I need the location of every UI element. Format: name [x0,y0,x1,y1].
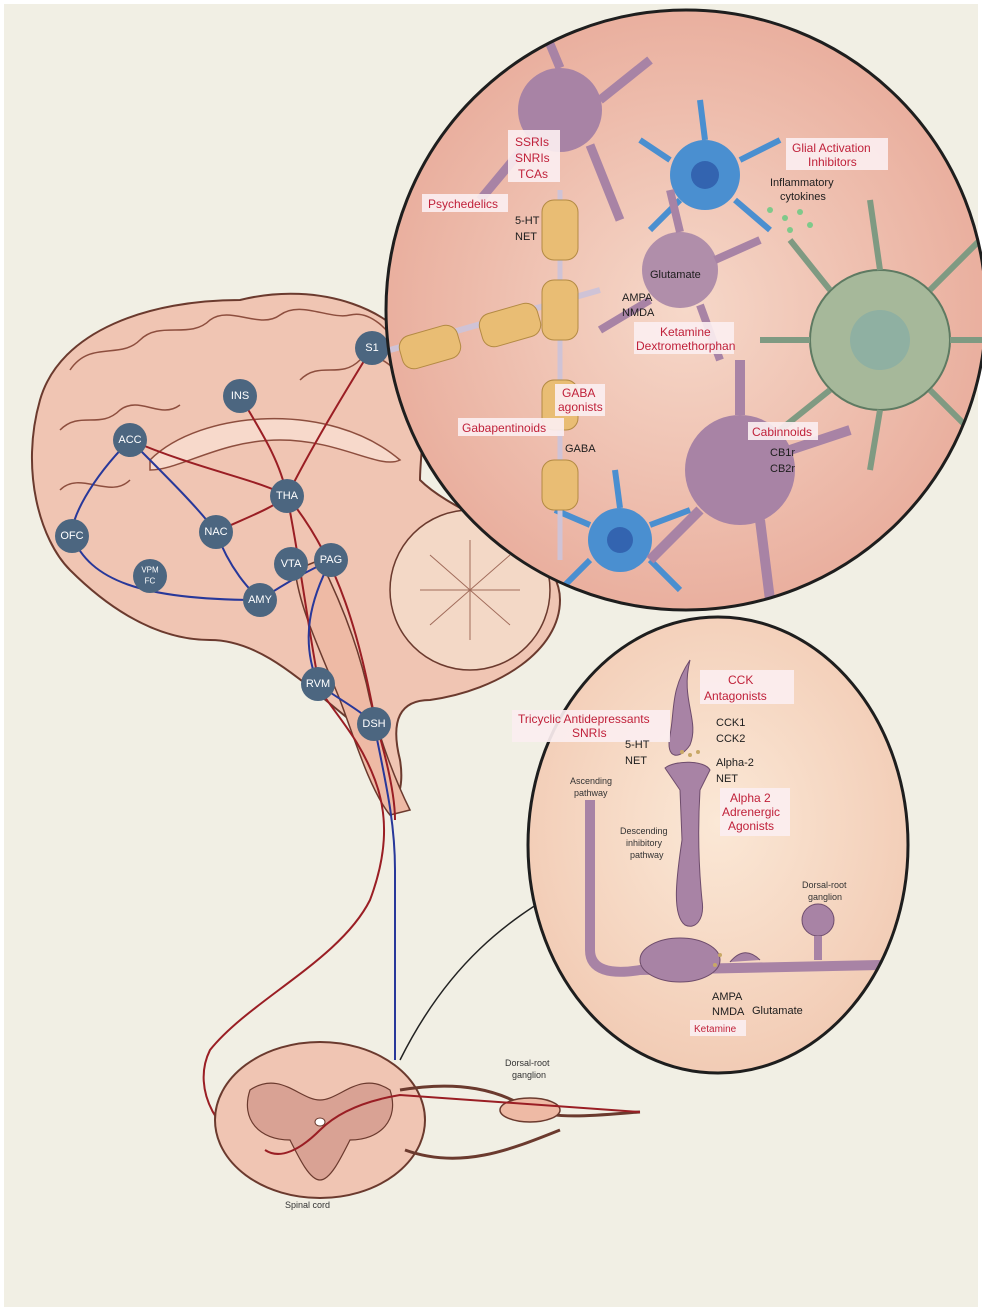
glial-label-1: Glial Activation [792,141,871,155]
ampa-label: AMPA [622,292,653,304]
gaba-agonists-label-2: agonists [558,400,603,414]
bottom-glutamate-label: Glutamate [752,1005,803,1017]
ssris-label: SSRIs [515,135,549,149]
alpha-agonists-label-1: Alpha 2 [730,791,771,805]
svg-text:INS: INS [231,390,249,402]
bottom-drg-label-2: ganglion [808,892,842,902]
node-nac: NAC [199,515,233,549]
bottom-net-label: NET [625,755,647,767]
bottom-net2-label: NET [716,773,738,785]
drg-cell-body [802,904,834,936]
node-tha: THA [270,479,304,513]
node-vpmfc: VPM FC [133,559,167,593]
svg-text:DSH: DSH [362,718,385,730]
alpha-agonists-label-2: Adrenergic [722,805,780,819]
dorsal-root-ganglion [500,1098,560,1122]
nmda-label: NMDA [622,307,655,319]
inflammatory-label: Inflammatory [770,177,834,189]
descending-label-2: inhibitory [626,838,663,848]
cellular-inset: SSRIs SNRIs TCAs Psychedelics 5-HT NET G… [386,10,982,610]
net-label: NET [515,231,537,243]
bottom-nmda-label: NMDA [712,1006,745,1018]
descending-label-1: Descending [620,826,668,836]
bottom-snris-label: SNRIs [572,726,607,740]
svg-text:VPM: VPM [141,566,159,575]
node-amy: AMY [243,583,277,617]
cb1r-label: CB1r [770,447,795,459]
tcas-label: TCAs [518,167,548,181]
bottom-ampa-label: AMPA [712,991,743,1003]
spinal-drg-label-1: Dorsal-root [505,1058,550,1068]
central-canal [315,1118,325,1126]
node-dsh: DSH [357,707,391,741]
5ht-label: 5-HT [515,215,540,227]
cck-label-1: CCK [728,673,753,687]
dextromethorphan-label: Dextromethorphan [636,339,735,353]
svg-text:S1: S1 [365,342,378,354]
node-ofc: OFC [55,519,89,553]
gaba-label: GABA [565,443,596,455]
svg-text:PAG: PAG [320,554,342,566]
tca-label: Tricyclic Antidepressants [518,712,650,726]
bottom-5ht-label: 5-HT [625,739,650,751]
psychedelics-label: Psychedelics [428,197,498,211]
bottom-drg-label-1: Dorsal-root [802,880,847,890]
node-rvm: RVM [301,667,335,701]
cck2-label: CCK2 [716,733,745,745]
dorsal-horn-neuron [640,938,720,982]
svg-text:FC: FC [145,577,156,586]
cytokines-label: cytokines [780,191,826,203]
bottom-ketamine-label: Ketamine [694,1024,737,1035]
svg-text:NAC: NAC [204,526,227,538]
ascending-label-2: pathway [574,788,608,798]
spinal-drg-label-2: ganglion [512,1070,546,1080]
cck-label-2: Antagonists [704,689,767,703]
svg-text:RVM: RVM [306,678,330,690]
svg-text:ACC: ACC [118,434,141,446]
alpha-agonists-label-3: Agonists [728,819,774,833]
cck1-label: CCK1 [716,717,745,729]
svg-text:THA: THA [276,490,299,502]
node-s1: S1 [355,331,389,365]
node-pag: PAG [314,543,348,577]
ketamine-label: Ketamine [660,325,711,339]
svg-text:OFC: OFC [60,530,83,542]
node-vta: VTA [274,547,308,581]
gabapentinoids-label: Gabapentinoids [462,421,546,435]
cannabinoids-label: Cabinnoids [752,425,812,439]
svg-text:AMY: AMY [248,594,273,606]
alpha2-label: Alpha-2 [716,757,754,769]
node-ins: INS [223,379,257,413]
spinal-cord-label: Spinal cord [285,1200,330,1210]
ascending-label-1: Ascending [570,776,612,786]
snris-label: SNRIs [515,151,550,165]
cb2r-label: CB2r [770,463,795,475]
descending-label-3: pathway [630,850,664,860]
gaba-agonists-label-1: GABA [562,386,595,400]
svg-text:VTA: VTA [281,558,302,570]
node-acc: ACC [113,423,147,457]
glutamate-label: Glutamate [650,269,701,281]
glial-label-2: Inhibitors [808,155,857,169]
